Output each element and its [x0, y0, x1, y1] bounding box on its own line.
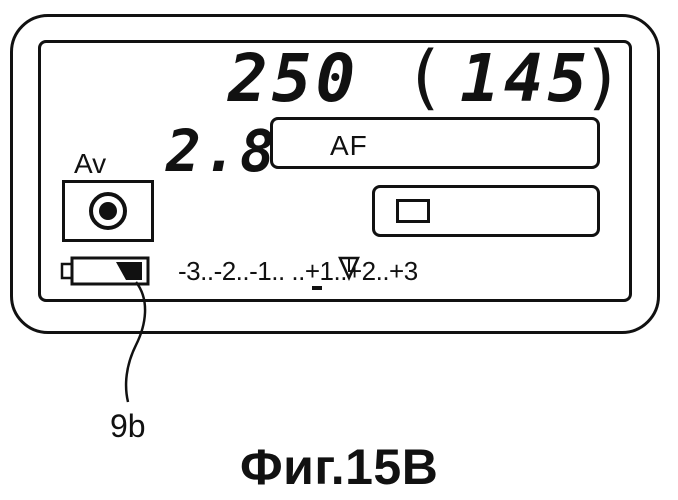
exposure-current-marker: [312, 286, 322, 290]
exposure-zero-marker: [340, 258, 358, 278]
reference-label: 9b: [110, 408, 146, 445]
battery-icon: [62, 258, 148, 284]
leader-line: [126, 282, 145, 402]
figure-caption: Фиг.15B: [240, 438, 438, 496]
